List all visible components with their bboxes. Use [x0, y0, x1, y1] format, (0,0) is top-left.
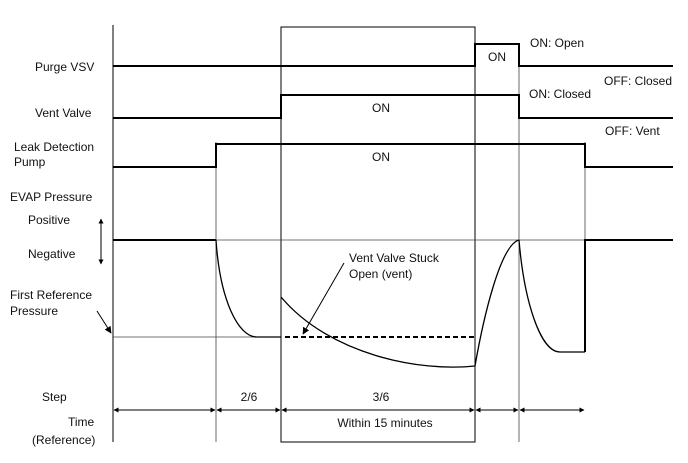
first-ref-arrow: [96, 310, 112, 334]
step-3-label: 3/6: [373, 390, 390, 404]
pressure-drop-step2: [215, 239, 281, 338]
label-pump-line2: Pump: [14, 155, 46, 169]
within-15-minutes: Within 15 minutes: [337, 416, 432, 430]
label-evap-pressure: EVAP Pressure: [10, 190, 93, 204]
pump-signal: [113, 143, 673, 168]
label-negative: Negative: [28, 247, 76, 261]
pressure-curve-step3: [280, 296, 476, 368]
vent-off-vent-label: OFF: Vent: [605, 124, 660, 138]
label-time: Time: [68, 415, 95, 429]
pressure-rise-purge: [474, 239, 520, 367]
label-first-ref-line2: Pressure: [10, 304, 58, 318]
vent-valve-signal: [113, 94, 673, 119]
pressure-drop-step4: [518, 239, 585, 353]
label-pump-line1: Leak Detection: [14, 140, 94, 154]
label-purge-vsv: Purge VSV: [35, 60, 94, 74]
label-reference: (Reference): [32, 433, 95, 447]
label-step: Step: [42, 390, 67, 404]
pump-on-label: ON: [372, 150, 390, 164]
step-3-frame: [280, 26, 476, 443]
purge-on-label: ON: [488, 50, 506, 64]
label-positive: Positive: [28, 213, 70, 227]
vent-on-label: ON: [372, 101, 390, 115]
annotation-line1: Vent Valve Stuck: [349, 251, 440, 265]
label-vent-valve: Vent Valve: [35, 106, 92, 120]
annotation-line2: Open (vent): [349, 267, 412, 281]
purge-off-closed-label: OFF: Closed: [604, 74, 672, 88]
annotation-arrow: [302, 262, 345, 335]
purge-vsv-signal: [113, 43, 673, 67]
label-first-ref-line1: First Reference: [10, 288, 92, 302]
step-2-label: 2/6: [241, 390, 258, 404]
vent-on-closed-label: ON: Closed: [529, 87, 591, 101]
purge-on-open-label: ON: Open: [530, 36, 584, 50]
pressure-baseline-right: [584, 239, 673, 352]
